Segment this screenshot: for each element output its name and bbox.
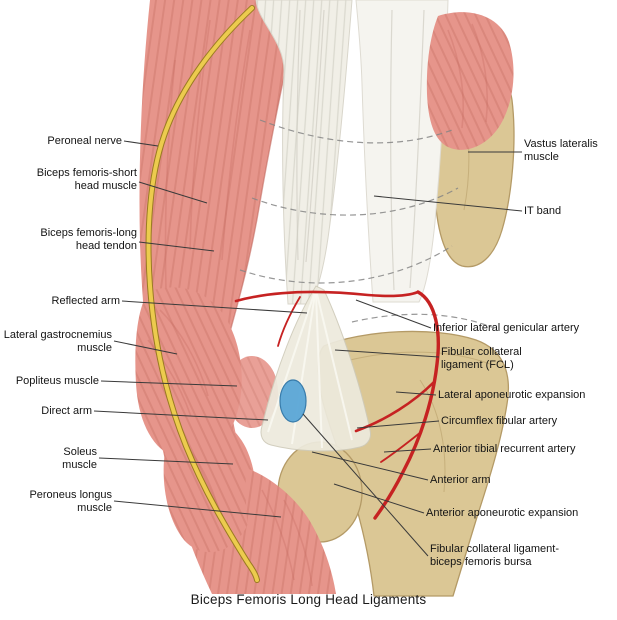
label-reflected-arm: Reflected arm bbox=[51, 295, 120, 307]
muscle-popliteus bbox=[226, 356, 278, 428]
label-fibular-collateral-ligament: Fibular collateral ligament (FCL) bbox=[441, 346, 522, 371]
label-it-band: IT band bbox=[524, 205, 562, 217]
peroneal-nerve-path bbox=[145, 5, 260, 583]
label-inferior-lateral-genicular-artery: Inferior lateral genicular artery bbox=[433, 322, 580, 334]
label-peroneal-nerve: Peroneal nerve bbox=[47, 135, 122, 147]
label-lateral-aponeurotic-expansion: Lateral aponeurotic expansion bbox=[438, 389, 586, 401]
label-fcl-biceps-femoris-bursa: Fibular collateral ligament-biceps femor… bbox=[430, 543, 559, 568]
label-direct-arm: Direct arm bbox=[41, 405, 92, 417]
muscle-vastus-lateralis bbox=[426, 12, 514, 150]
figure-caption: Biceps Femoris Long Head Ligaments bbox=[190, 592, 427, 607]
label-soleus: Soleus muscle bbox=[62, 446, 97, 471]
label-anterior-arm: Anterior arm bbox=[430, 474, 491, 486]
tendon-biceps-long-head bbox=[255, 0, 353, 305]
muscle-soleus bbox=[163, 415, 256, 553]
descending-artery-path bbox=[373, 290, 440, 520]
label-lateral-gastrocnemius: Lateral gastrocnemius muscle bbox=[3, 329, 112, 354]
genicular-branch-path bbox=[277, 296, 301, 347]
label-peroneus-longus: Peroneus longus muscle bbox=[29, 489, 112, 514]
arteries bbox=[234, 290, 440, 520]
label-anterior-tibial-recurrent-artery: Anterior tibial recurrent artery bbox=[433, 443, 576, 455]
muscle-peroneus-longus bbox=[245, 468, 336, 594]
bursa-biceps-femoris bbox=[279, 379, 307, 423]
label-circumflex-fibular-artery: Circumflex fibular artery bbox=[441, 415, 558, 427]
label-popliteus: Popliteus muscle bbox=[15, 375, 99, 387]
label-anterior-aponeurotic-expansion: Anterior aponeurotic expansion bbox=[426, 507, 579, 519]
label-biceps-femoris-long-head-tendon: Biceps femoris-long head tendon bbox=[40, 227, 137, 252]
label-vastus-lateralis: Vastus lateralis muscle bbox=[524, 138, 598, 163]
leader-lines bbox=[93, 140, 523, 557]
label-biceps-femoris-short-head: Biceps femoris-short head muscle bbox=[36, 167, 137, 192]
anterior-tibial-recurrent-artery-path bbox=[380, 431, 422, 463]
dashed-contours bbox=[239, 119, 495, 329]
inferior-lateral-genicular-artery-path bbox=[234, 290, 420, 303]
